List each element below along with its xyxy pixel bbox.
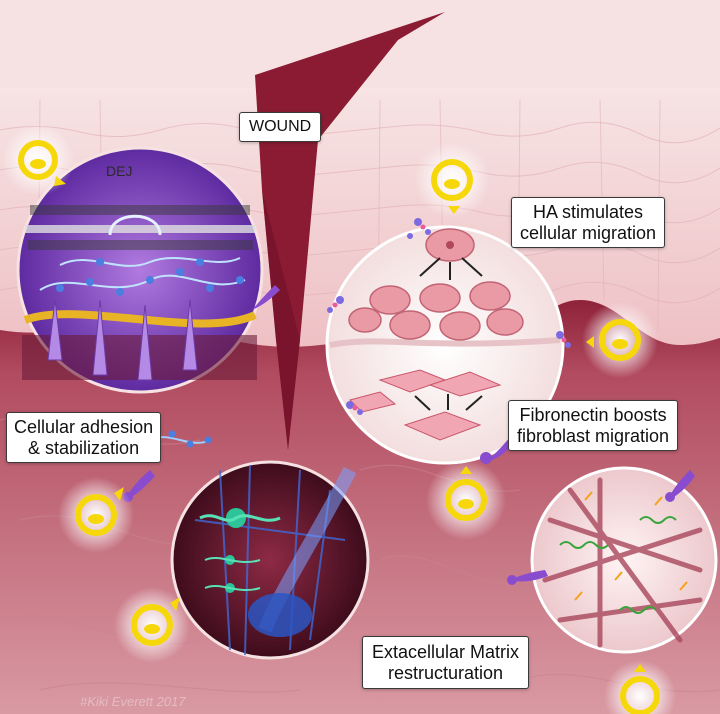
dej-label: DEJ xyxy=(106,163,132,179)
wound-label-text: WOUND xyxy=(249,118,311,136)
collagen-zoom-circle xyxy=(172,462,368,658)
ecm-label-line1: Extacellular Matrix xyxy=(372,642,519,663)
adhesion-label: Cellular adhesion & stabilization xyxy=(6,412,161,463)
molecule-bubble-icon xyxy=(58,477,134,553)
molecule-bubble-icon xyxy=(582,302,658,378)
ecm-zoom-circle xyxy=(532,468,716,652)
ha-label-line2: cellular migration xyxy=(520,223,656,244)
watermark: #Kiki Everett 2017 xyxy=(80,694,186,709)
wound-label: WOUND xyxy=(239,112,321,142)
ha-label-line1: HA stimulates xyxy=(520,202,656,223)
ha-label: HA stimulates cellular migration xyxy=(511,197,665,248)
ecm-label-line2: restructuration xyxy=(372,663,519,684)
molecule-bubble-icon xyxy=(414,142,490,218)
molecule-bubble-icon xyxy=(114,587,190,663)
ecm-label: Extacellular Matrix restructuration xyxy=(362,636,529,689)
molecule-bubble-icon xyxy=(2,124,74,196)
fibronectin-label: Fibronectin boosts fibroblast migration xyxy=(508,400,678,451)
adhesion-label-line2: & stabilization xyxy=(14,438,153,459)
fibronectin-label-line2: fibroblast migration xyxy=(517,426,669,447)
fibronectin-label-line1: Fibronectin boosts xyxy=(517,405,669,426)
adhesion-label-line1: Cellular adhesion xyxy=(14,417,153,438)
molecule-bubble-icon xyxy=(426,460,506,540)
